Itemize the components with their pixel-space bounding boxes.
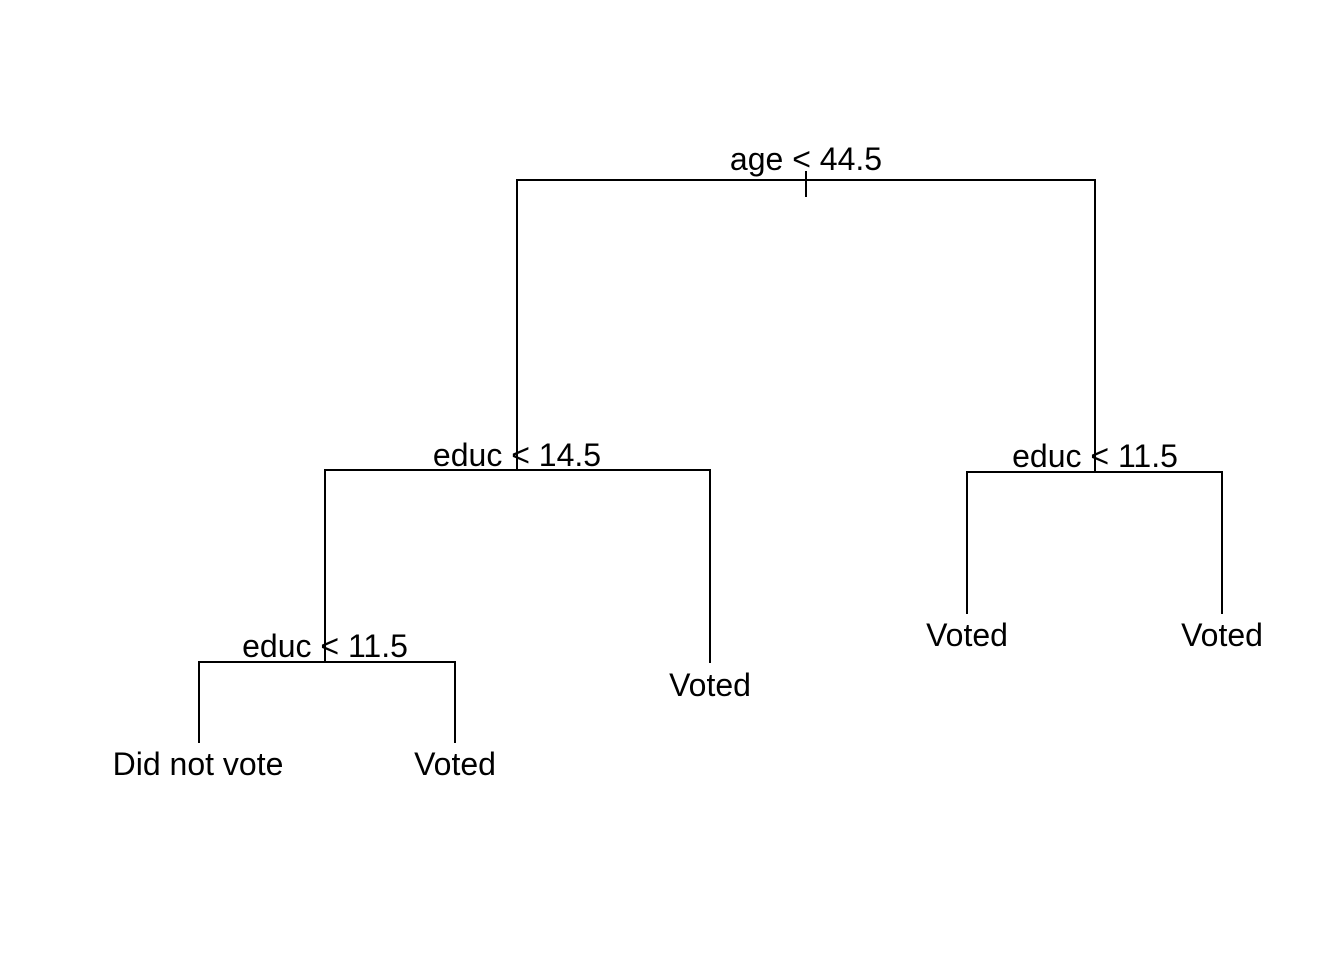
leaf-did-not-vote-vertical (198, 661, 200, 743)
leaf-label-voted-left: Voted (414, 746, 496, 782)
middle-leaf-vertical (709, 469, 711, 663)
right-split-bar (966, 471, 1223, 473)
leaf-label-did-not-vote: Did not vote (112, 746, 284, 782)
split-label-educ-14-5: educ < 14.5 (432, 437, 602, 473)
left-split-bar (324, 469, 711, 471)
split-label-educ-11-5-right: educ < 11.5 (1012, 438, 1178, 474)
left-left-vertical (324, 469, 326, 663)
split-label-educ-11-5-left: educ < 11.5 (242, 628, 408, 664)
leaf-label-voted-right-1: Voted (926, 617, 1008, 653)
root-center-tick (805, 171, 807, 197)
leaf-label-voted-middle: Voted (669, 667, 751, 703)
leaf-label-voted-right-2: Voted (1181, 617, 1263, 653)
branch-right-vertical (1094, 179, 1096, 473)
split-label-age-44-5: age < 44.5 (729, 141, 883, 177)
branch-left-vertical (516, 179, 518, 471)
leaf-voted-right-2-vertical (1221, 471, 1223, 614)
leaf-voted-left-vertical (454, 661, 456, 743)
left-inner-split-bar (198, 661, 456, 663)
leaf-voted-right-1-vertical (966, 471, 968, 614)
